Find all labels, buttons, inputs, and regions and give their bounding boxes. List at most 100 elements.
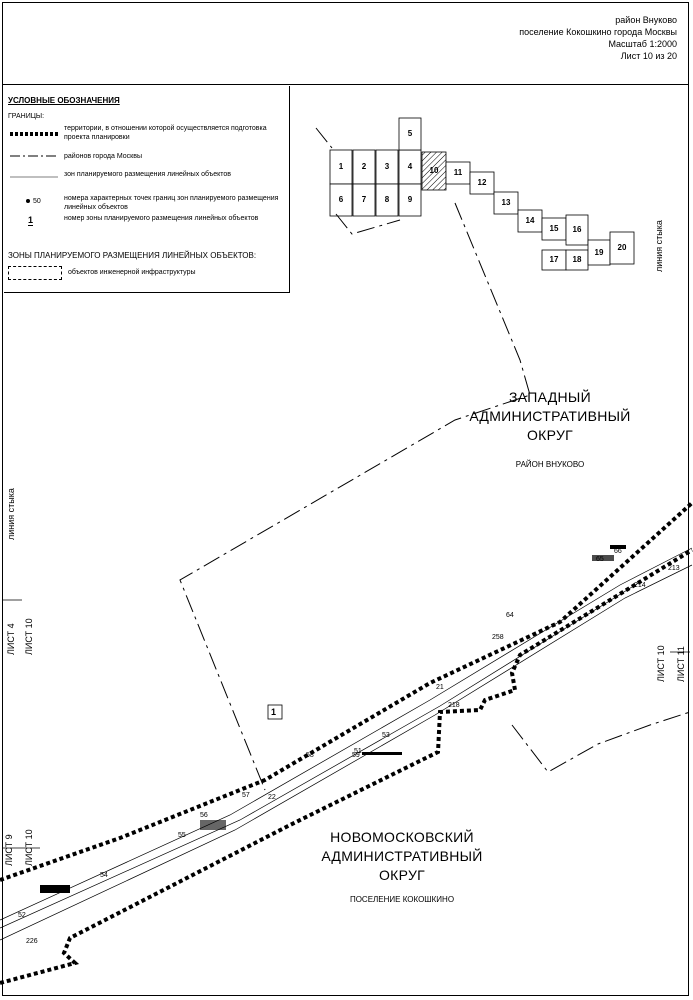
sheet-cell-label-1: 1 xyxy=(338,162,344,171)
sheet-cell-label-15: 15 xyxy=(549,224,559,233)
sheet-10-label-bottom: ЛИСТ 10 xyxy=(24,829,34,866)
header-scale: Масштаб 1:2000 xyxy=(608,39,677,49)
legend-zone-example: 1 xyxy=(28,215,34,226)
sheet-cell-label-17: 17 xyxy=(549,255,559,264)
point-number-66: 66 xyxy=(614,548,622,555)
point-number-258: 258 xyxy=(492,634,504,641)
sheet-cell-label-8: 8 xyxy=(384,195,390,204)
legend-item-zone-number: номер зоны планируемого размещения линей… xyxy=(64,215,259,222)
point-number-55: 55 xyxy=(178,832,186,839)
legend: УСЛОВНЫЕ ОБОЗНАЧЕНИЯ ГРАНИЦЫ: территории… xyxy=(4,86,290,293)
sheet-cell-label-9: 9 xyxy=(407,195,413,204)
sheet-index-grid xyxy=(329,117,635,271)
west-district-label: ЗАПАДНЫЙ АДМИНИСТРАТИВНЫЙ ОКРУГ xyxy=(460,388,640,445)
sheet-10-label-left: ЛИСТ 10 xyxy=(24,618,34,655)
legend-boundaries-heading: ГРАНИЦЫ: xyxy=(8,113,45,120)
sheet-boundary-lines xyxy=(2,599,690,849)
sheet-cell-13 xyxy=(493,191,519,215)
legend-zones-heading: ЗОНЫ ПЛАНИРУЕМОГО РАЗМЕЩЕНИЯ ЛИНЕЙНЫХ ОБ… xyxy=(8,251,257,260)
infrastructure-marks xyxy=(40,545,626,893)
header-settlement: поселение Кокошкино города Москвы xyxy=(519,27,677,37)
sheet-10-label-right: ЛИСТ 10 xyxy=(656,645,666,682)
point-number-59: 59 xyxy=(352,752,360,759)
point-number-64: 64 xyxy=(506,612,514,619)
sheet-cell-8 xyxy=(375,183,399,217)
sheet-cell-label-5: 5 xyxy=(407,129,413,138)
new-area-label: ПОСЕЛЕНИЕ КОКОШКИНО xyxy=(349,895,455,904)
point-number-218: 218 xyxy=(448,702,460,709)
sheet-cell-5 xyxy=(398,117,422,151)
sheet-cell-label-6: 6 xyxy=(338,195,344,204)
point-number-58: 58 xyxy=(306,752,314,759)
west-district-line3: ОКРУГ xyxy=(526,427,574,443)
point-number-54: 54 xyxy=(100,872,108,879)
legend-symbol-project-boundary xyxy=(10,132,58,136)
sheet-cell-16 xyxy=(565,214,589,246)
sheet-header: район Внуково поселение Кокошкино города… xyxy=(519,14,677,62)
header-sheet-number: Лист 10 из 20 xyxy=(620,51,677,61)
sheet-cell-9 xyxy=(398,183,422,217)
new-district-label: НОВОМОСКОВСКИЙ АДМИНИСТРАТИВНЫЙ ОКРУГ xyxy=(302,828,502,885)
legend-point-example: 50 xyxy=(33,198,41,205)
point-number-53: 53 xyxy=(382,732,390,739)
zone-number-box xyxy=(267,704,283,720)
point-dot-icon xyxy=(26,199,30,204)
sheet-cell-label-19: 19 xyxy=(594,247,604,257)
point-number-52: 52 xyxy=(18,912,26,919)
sheet-cell-label-2: 2 xyxy=(361,162,367,171)
sheet-cell-label-18: 18 xyxy=(572,255,582,264)
sheet-cell-label-13: 13 xyxy=(501,198,511,207)
legend-symbol-zone-number: 1 xyxy=(8,215,60,226)
point-number-56: 56 xyxy=(200,812,208,819)
sheet-cell-label-3: 3 xyxy=(384,162,390,171)
legend-symbol-district-boundary xyxy=(10,155,58,157)
header-divider xyxy=(2,84,689,85)
sheet-cell-label-7: 7 xyxy=(361,195,367,204)
new-district-line2: АДМИНИСТРАТИВНЫЙ xyxy=(321,848,483,864)
sheet-cell-label-10: 10 xyxy=(429,166,439,175)
sheet-cell-label-14: 14 xyxy=(525,216,535,225)
zone-number: 1 xyxy=(271,707,277,717)
point-number-213: 213 xyxy=(668,565,680,572)
legend-symbol-point-number: 50 xyxy=(8,198,60,205)
legend-item-point-number: номера характерных точек границ зон план… xyxy=(64,195,279,211)
legend-item-infrastructure-zone: объектов инженерной инфраструктуры xyxy=(68,269,196,276)
header-district: район Внуково xyxy=(615,15,677,25)
new-district-line1: НОВОМОСКОВСКИЙ xyxy=(330,829,474,845)
junction-line-label-right: линия стыка xyxy=(654,220,664,272)
west-district-line2: АДМИНИСТРАТИВНЫЙ xyxy=(469,408,631,424)
sheet-cell-label-20: 20 xyxy=(617,243,627,252)
point-number-22: 22 xyxy=(268,794,276,801)
new-district-line3: ОКРУГ xyxy=(378,867,426,883)
point-number-65: 65 xyxy=(596,556,604,563)
district-boundary-line xyxy=(179,127,691,791)
sheet-cell-7 xyxy=(352,183,376,217)
point-number-57: 57 xyxy=(242,792,250,799)
legend-item-project-boundary: территории, в отношении которой осуществ… xyxy=(64,125,267,141)
point-number-51: 51 xyxy=(354,748,362,755)
sheet-9-label: ЛИСТ 9 xyxy=(4,834,14,866)
legend-item-zone-boundary: зон планируемого размещения линейных объ… xyxy=(64,171,231,178)
point-number-21: 21 xyxy=(436,684,444,691)
sheet-11-label: ЛИСТ 11 xyxy=(676,646,686,682)
sheet-cell-label-11: 11 xyxy=(453,168,463,177)
west-area-label: РАЙОН ВНУКОВО xyxy=(515,460,585,469)
legend-item-district-boundary: районов города Москвы xyxy=(64,153,142,160)
project-territory-boundary xyxy=(0,501,693,985)
legend-symbol-infrastructure-zone xyxy=(8,266,62,280)
sheet-cell-label-12: 12 xyxy=(477,178,487,187)
sheet-cell-label-4: 4 xyxy=(407,162,413,171)
west-district-line1: ЗАПАДНЫЙ xyxy=(509,389,591,405)
sheet-cell-6 xyxy=(329,183,353,217)
point-number-226: 226 xyxy=(26,938,38,945)
sheet-cell-label-16: 16 xyxy=(572,225,582,234)
junction-line-label-left: линия стыка xyxy=(6,488,16,540)
sheet-4-label: ЛИСТ 4 xyxy=(6,623,16,655)
legend-title: УСЛОВНЫЕ ОБОЗНАЧЕНИЯ xyxy=(8,96,120,105)
point-number-214: 214 xyxy=(634,582,646,589)
sheet-cell-20 xyxy=(609,231,635,265)
sheet-cell-12 xyxy=(469,171,495,195)
linear-object-zone xyxy=(0,547,693,941)
